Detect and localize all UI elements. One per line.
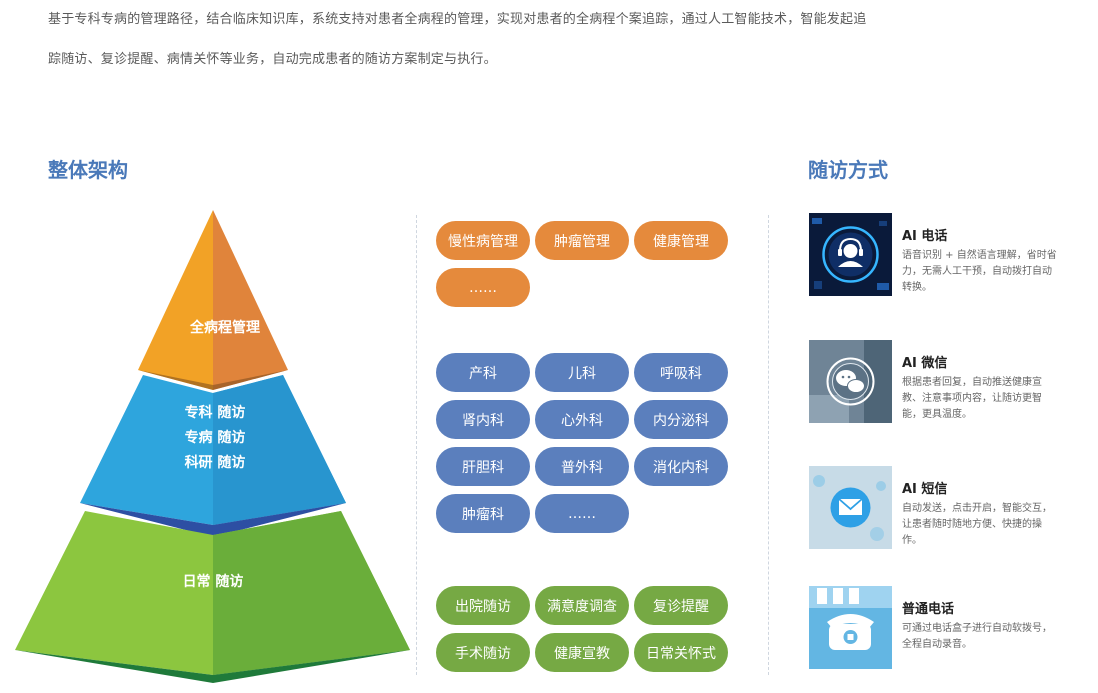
pyramid-bottom-label: 日常 随访 [182,574,244,590]
method-description: 可通过电话盒子进行自动软拨号，全程自动录音。 [902,623,1052,650]
follow-up-type-pill-group: 出院随访 满意度调查 复诊提醒 手术随访 健康宣教 日常关怀式 [436,586,736,672]
department-pill[interactable]: 消化内科 [634,447,728,486]
intro-line-1: 基于专科专病的管理路径，结合临床知识库，系统支持对患者全病程的管理，实现对患者的… [48,12,867,27]
department-pill[interactable]: 产科 [436,353,530,392]
department-pill[interactable]: 心外科 [535,400,629,439]
intro-line-2: 踪随访、复诊提醒、病情关怀等业务，自动完成患者的随访方案制定与执行。 [48,52,497,67]
divider [768,215,769,675]
method-description: 语音识别 + 自然语言理解，省时省力，无需人工干预，自动拨打自动转换。 [902,250,1057,293]
management-pill-group: 慢性病管理 肿瘤管理 健康管理 …… [436,221,736,307]
pyramid-graphic [15,210,410,683]
management-pill[interactable]: …… [436,268,530,307]
method-title: AI 微信 [902,356,948,371]
pyramid-middle-line: 专科 随访 [184,405,246,421]
wechat-icon [809,340,892,423]
telephone-icon [809,586,892,669]
follow-up-type-pill[interactable]: 满意度调查 [535,586,629,625]
department-pill[interactable]: 普外科 [535,447,629,486]
headset-icon [809,213,892,296]
department-pill-group: 产科 儿科 呼吸科 肾内科 心外科 内分泌科 肝胆科 普外科 消化内科 肿瘤科 … [436,353,736,533]
management-pill[interactable]: 肿瘤管理 [535,221,629,260]
architecture-pyramid: 全病程管理 专科 随访 专病 随访 科研 随访 日常 随访 [10,205,420,685]
method-title: 普通电话 [902,602,955,617]
method-ai-wechat: AI 微信 根据患者回复，自动推送健康宣教、注意事项内容，让随访更智能，更具温度… [809,340,1089,430]
department-pill[interactable]: 呼吸科 [634,353,728,392]
department-pill[interactable]: 儿科 [535,353,629,392]
follow-up-title: 随访方式 [808,158,888,182]
method-description: 根据患者回复，自动推送健康宣教、注意事项内容，让随访更智能，更具温度。 [902,377,1042,420]
method-description: 自动发送，点击开启，智能交互，让患者随时随地方便、快捷的操作。 [902,503,1052,546]
architecture-title: 整体架构 [48,158,128,182]
management-pill[interactable]: 健康管理 [634,221,728,260]
method-ai-phone: AI 电话 语音识别 + 自然语言理解，省时省力，无需人工干预，自动拨打自动转换… [809,213,1089,303]
follow-up-type-pill[interactable]: 复诊提醒 [634,586,728,625]
method-ai-sms: AI 短信 自动发送，点击开启，智能交互，让患者随时随地方便、快捷的操作。 [809,466,1089,556]
management-pill[interactable]: 慢性病管理 [436,221,530,260]
pyramid-top-label: 全病程管理 [190,320,260,336]
method-regular-phone: 普通电话 可通过电话盒子进行自动软拨号，全程自动录音。 [809,586,1089,676]
department-pill[interactable]: 肿瘤科 [436,494,530,533]
follow-up-type-pill[interactable]: 日常关怀式 [634,633,728,672]
department-pill[interactable]: …… [535,494,629,533]
method-title: AI 短信 [902,482,948,497]
pyramid-middle-label: 专科 随访 专病 随访 科研 随访 [175,401,255,476]
department-pill[interactable]: 肾内科 [436,400,530,439]
follow-up-type-pill[interactable]: 出院随访 [436,586,530,625]
method-title: AI 电话 [902,229,948,244]
divider [416,215,417,675]
follow-up-type-pill[interactable]: 手术随访 [436,633,530,672]
follow-up-type-pill[interactable]: 健康宣教 [535,633,629,672]
department-pill[interactable]: 内分泌科 [634,400,728,439]
department-pill[interactable]: 肝胆科 [436,447,530,486]
envelope-icon [809,466,892,549]
pyramid-middle-line: 专病 随访 [184,430,246,446]
pyramid-middle-line: 科研 随访 [184,455,246,471]
